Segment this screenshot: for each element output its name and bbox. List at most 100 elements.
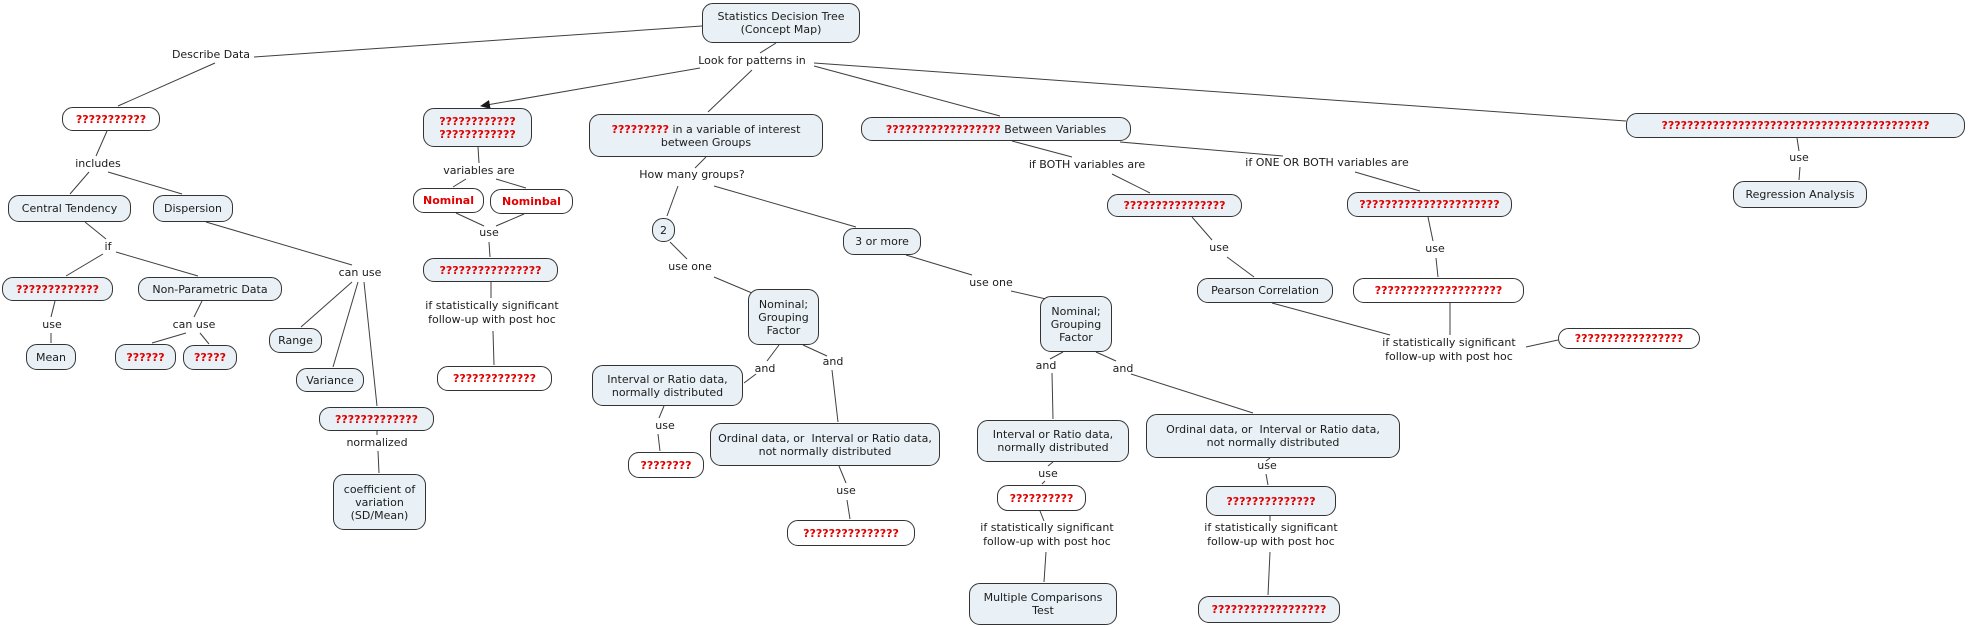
edge-line — [1798, 166, 1801, 181]
edge-line — [838, 465, 847, 484]
link-label-use-4: use — [836, 484, 856, 497]
node-interval-ratio-normal-1[interactable]: Interval or Ratio data,normally distribu… — [592, 365, 743, 406]
node-redacted-7[interactable]: ???????????????? — [423, 258, 558, 282]
edge-line — [1049, 351, 1064, 360]
edge-line — [193, 300, 203, 318]
edge-line — [50, 300, 56, 318]
node-statistics-decision-tree[interactable]: Statistics Decision Tree(Concept Map) — [702, 3, 860, 43]
node-nominal[interactable]: Nominal — [413, 188, 484, 213]
edge-line — [1119, 141, 1284, 157]
edge-line — [1226, 256, 1255, 278]
link-label-normalized: normalized — [346, 436, 408, 449]
edge-line — [495, 178, 527, 189]
edge-line — [1354, 171, 1421, 192]
link-label-and-3: and — [1035, 359, 1057, 372]
link-label-use-8: use — [1425, 242, 1445, 255]
node-redacted-11[interactable]: ?????????? — [997, 485, 1086, 511]
node-two-groups[interactable]: 2 — [652, 218, 675, 242]
edge-line — [766, 344, 780, 362]
node-nominbal[interactable]: Nominbal — [490, 189, 573, 214]
edge-line — [477, 146, 480, 164]
node-redacted-15[interactable]: ?????????????????????? — [1347, 192, 1512, 217]
edge-line — [743, 373, 757, 384]
node-redacted-4[interactable]: ????? — [183, 345, 237, 370]
edge-line — [759, 42, 777, 54]
link-label-use-2: use — [479, 226, 499, 239]
node-variance[interactable]: Variance — [296, 368, 364, 392]
edge-line — [1271, 302, 1391, 336]
edge-line — [84, 221, 107, 240]
edge-line — [1111, 173, 1151, 194]
link-label-and-2: and — [822, 355, 844, 368]
node-redacted-10[interactable]: ??????????????? — [787, 520, 915, 546]
node-between-variables[interactable]: ?????????????????? Between Variables — [861, 117, 1131, 141]
edge-line — [1130, 373, 1254, 414]
node-three-or-more-groups[interactable]: 3 or more — [843, 228, 921, 255]
link-label-describe-data: Describe Data — [171, 48, 251, 61]
link-label-use-9: use — [1789, 151, 1809, 164]
edge-line — [1011, 140, 1073, 158]
node-non-parametric-data[interactable]: Non-Parametric Data — [138, 277, 282, 301]
link-label-if-significant-4: if statistically significant follow-up w… — [1382, 336, 1516, 363]
link-label-if-significant-1: if statistically significant follow-up w… — [425, 299, 559, 326]
link-label-if-one-or-both-variables-are: if ONE OR BOTH variables are — [1245, 156, 1409, 169]
link-label-look-for-patterns-in: Look for patterns in — [698, 54, 806, 67]
edge-line — [452, 178, 467, 188]
link-label-use-1: use — [42, 318, 62, 331]
node-redacted-14[interactable]: ???????????????? — [1107, 194, 1242, 217]
node-redacted-3[interactable]: ?????? — [115, 344, 176, 370]
node-mean[interactable]: Mean — [26, 344, 76, 370]
node-interval-ratio-normal-2[interactable]: Interval or Ratio data,normally distribu… — [977, 420, 1129, 462]
edge-line — [1047, 461, 1054, 467]
edge-line — [1191, 216, 1213, 241]
node-ordinal-not-normal-2[interactable]: Ordinal data, or Interval or Ratio data,… — [1146, 414, 1400, 458]
edge-line — [831, 369, 839, 423]
node-redacted-12[interactable]: ?????????????? — [1206, 486, 1336, 516]
edge-line — [905, 254, 973, 276]
edge-line — [1095, 351, 1117, 362]
edge-line — [1435, 257, 1439, 278]
node-range[interactable]: Range — [269, 328, 322, 353]
node-central-tendency[interactable]: Central Tendency — [8, 195, 131, 222]
node-redacted-2[interactable]: ????????????? — [2, 277, 113, 301]
edge-line — [658, 405, 665, 419]
link-label-use-7: use — [1209, 241, 1229, 254]
node-redacted-17[interactable]: ????????????????? — [1558, 328, 1700, 349]
edge-line — [488, 241, 491, 258]
edge-line — [363, 281, 378, 407]
edge-line — [669, 241, 688, 260]
edge-line — [107, 171, 183, 195]
edge-line — [657, 433, 661, 452]
link-label-use-one-1: use one — [668, 260, 712, 273]
node-redacted-1[interactable]: ??????????? — [62, 107, 160, 131]
edge-line — [1265, 473, 1269, 486]
node-redacted-6[interactable]: ???????????????????????? — [423, 108, 532, 147]
node-dispersion[interactable]: Dispersion — [153, 195, 233, 222]
node-ordinal-not-normal-1[interactable]: Ordinal data, or Interval or Ratio data,… — [710, 423, 940, 466]
edge-line — [199, 332, 210, 345]
link-label-if-significant-2: if statistically significant follow-up w… — [980, 521, 1114, 548]
node-redacted-8[interactable]: ????????????? — [437, 366, 552, 391]
edge-line — [1010, 290, 1047, 300]
edge-line — [332, 281, 359, 368]
node-regression-analysis[interactable]: Regression Analysis — [1733, 181, 1867, 208]
node-redacted-5[interactable]: ????????????? — [319, 407, 434, 431]
edge-line — [1525, 339, 1559, 348]
node-redacted-13[interactable]: ?????????????????? — [1198, 596, 1340, 623]
node-redacted-18[interactable]: ????????????????????????????????????????… — [1626, 113, 1965, 138]
node-pearson-correlation[interactable]: Pearson Correlation — [1197, 278, 1333, 303]
node-redacted-9[interactable]: ???????? — [628, 452, 704, 478]
link-label-can-use-1: can use — [172, 318, 216, 331]
node-redacted-16[interactable]: ???????????????????? — [1353, 278, 1524, 303]
edge-line — [846, 499, 851, 520]
link-label-includes: includes — [75, 157, 121, 170]
link-label-use-5: use — [1038, 467, 1058, 480]
link-label-and-4: and — [1112, 362, 1134, 375]
link-label-variables-are: variables are — [443, 164, 515, 177]
